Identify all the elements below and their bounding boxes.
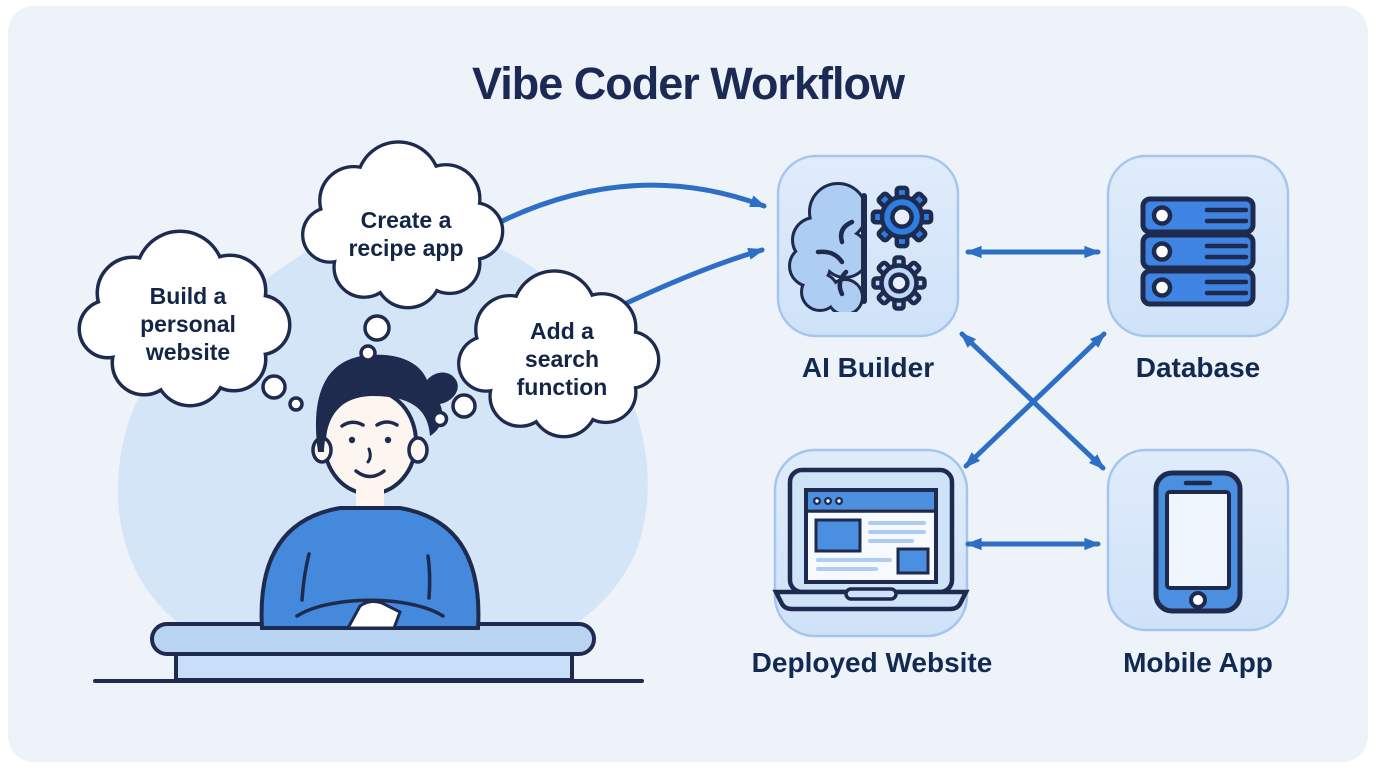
- node-label-mobile-app: Mobile App: [1123, 647, 1273, 678]
- thought-bubble-search-function: [457, 269, 661, 439]
- arrow-recipe-to-ai: [489, 182, 767, 229]
- person-body: [259, 506, 481, 630]
- gear-icon-top: [870, 185, 934, 249]
- node-label-database: Database: [1135, 352, 1261, 383]
- node-label-ai-builder: AI Builder: [801, 352, 935, 383]
- person-at-desk: [259, 354, 481, 630]
- gear-icon-bottom: [871, 255, 927, 311]
- arrow-search-to-ai: [609, 247, 765, 313]
- bubble-text-recipe-app: Create a recipe app: [348, 207, 464, 262]
- person-hair: [315, 354, 458, 452]
- thought-bubble-recipe-app: [301, 140, 505, 310]
- desk: [93, 622, 644, 683]
- brain-gears-icon: [788, 182, 934, 312]
- bubble-text-search-function: Add a search function: [516, 318, 608, 401]
- server-stack-icon: [1140, 196, 1256, 307]
- person-hands: [345, 600, 402, 630]
- laptop-browser-icon: [772, 467, 970, 612]
- bubble-text-build-website: Build a personal website: [140, 283, 236, 366]
- thought-bubble-build-website: [77, 229, 292, 408]
- brain-half: [788, 182, 866, 312]
- arrow-database-website: [963, 331, 1107, 469]
- node-label-deployed-website: Deployed Website: [751, 647, 993, 678]
- thought-tail-circles: [261, 314, 477, 428]
- smartphone-icon: [1153, 470, 1243, 614]
- connection-arrows: [489, 182, 1107, 551]
- page-title: Vibe Coder Workflow: [472, 58, 905, 109]
